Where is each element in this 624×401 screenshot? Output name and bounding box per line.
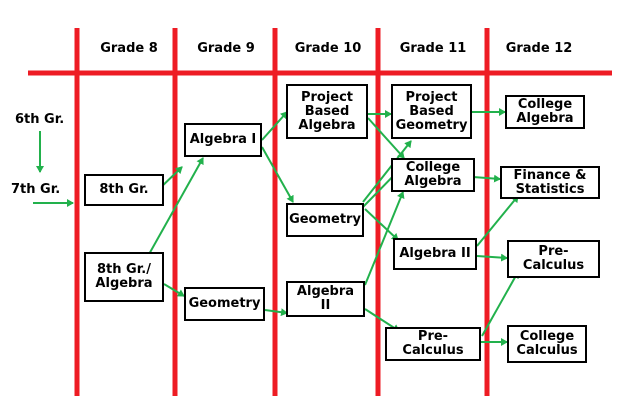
- course-finance-statistics: Finance & Statistics: [500, 166, 600, 199]
- course-project-based-geometry: Project Based Geometry: [391, 84, 472, 139]
- grid-lines: [28, 28, 612, 396]
- course-8th-grade-algebra: 8th Gr./ Algebra: [84, 252, 164, 302]
- arrow-alg1-to-geo10: [261, 146, 294, 203]
- arrow-pba-to-calg: [367, 117, 405, 159]
- arrow-8thalg-to-alg1: [147, 157, 204, 257]
- header-grade-9: Grade 9: [197, 41, 255, 56]
- arrow-calg-to-finance: [472, 174, 501, 183]
- arrow-alg1-to-pba: [261, 111, 288, 141]
- course-algebra-2-g11: Algebra II: [393, 238, 477, 270]
- course-college-algebra-g11: College Algebra: [391, 158, 475, 192]
- course-pre-calculus-g11: Pre-Calculus: [385, 327, 481, 361]
- course-pre-calculus-g12: Pre-Calculus: [507, 240, 600, 278]
- arrow-geo10-to-alg2: [364, 208, 399, 241]
- header-grade-10: Grade 10: [294, 41, 362, 56]
- arrow-alg2-to-finance: [476, 195, 519, 247]
- arrow-8thalg-to-geo9: [163, 283, 185, 297]
- course-8th-grade: 8th Gr.: [84, 174, 164, 206]
- pathway-arrows: [33, 108, 519, 346]
- arrow-precalc-to-precalc12: [481, 271, 519, 337]
- header-grade-11: Grade 11: [399, 41, 467, 56]
- course-college-algebra-g12: College Algebra: [505, 95, 585, 129]
- header-grade-8: Grade 8: [100, 41, 158, 56]
- course-algebra-2-g10: Algebra II: [286, 281, 365, 317]
- arrow-alg2-to-precalc12: [476, 253, 508, 262]
- course-algebra-1-g9: Algebra I: [184, 123, 262, 157]
- header-grade-12: Grade 12: [505, 41, 573, 56]
- course-geometry-g10: Geometry: [286, 203, 364, 237]
- course-geometry-g9: Geometry: [184, 287, 265, 321]
- label-6th-grade: 6th Gr.: [15, 112, 65, 127]
- arrow-alg2-to-calg: [364, 191, 405, 286]
- label-7th-grade: 7th Gr.: [11, 182, 61, 197]
- arrow-geo10-to-pbg: [362, 140, 412, 203]
- arrow-geo9-to-alg2: [264, 308, 288, 317]
- course-college-calculus: College Calculus: [507, 325, 587, 363]
- course-project-based-algebra: Project Based Algebra: [286, 84, 368, 139]
